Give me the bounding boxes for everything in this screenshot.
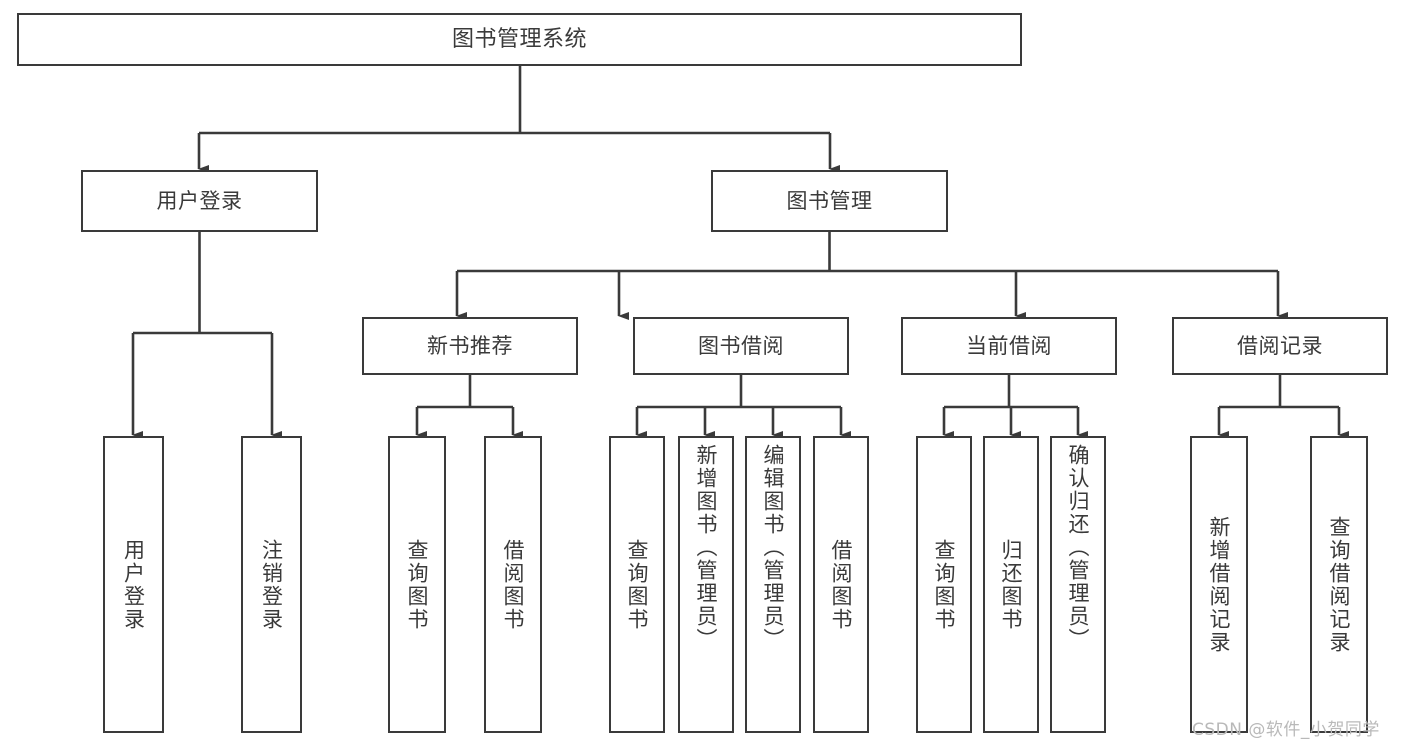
node-leaf-query-book-1[interactable]: 查询图书: [388, 436, 446, 733]
node-leaf-borrow-book-1-label: 借阅图书: [501, 538, 526, 631]
node-leaf-confirm-return-admin-label: 确认归还（管理员）: [1066, 444, 1091, 651]
node-leaf-query-borrow-record[interactable]: 查询借阅记录: [1310, 436, 1368, 733]
node-leaf-query-book-3[interactable]: 查询图书: [916, 436, 972, 733]
node-leaf-add-borrow-record-label: 新增借阅记录: [1207, 515, 1232, 654]
csdn-watermark: CSDN @软件_小贺同学: [1192, 720, 1380, 740]
node-leaf-return-book-label: 归还图书: [999, 538, 1024, 631]
node-leaf-borrow-book-1[interactable]: 借阅图书: [484, 436, 542, 733]
node-current-borrow-label: 当前借阅: [966, 333, 1052, 358]
node-user-login-label: 用户登录: [156, 188, 243, 213]
node-leaf-query-book-1-label: 查询图书: [405, 538, 430, 631]
node-leaf-confirm-return-admin[interactable]: 确认归还（管理员）: [1050, 436, 1106, 733]
node-leaf-query-book-3-label: 查询图书: [932, 538, 957, 631]
node-book-manage[interactable]: 图书管理: [711, 170, 948, 232]
node-leaf-return-book[interactable]: 归还图书: [983, 436, 1039, 733]
node-leaf-user-login[interactable]: 用户登录: [103, 436, 164, 733]
node-root-label: 图书管理系统: [451, 26, 587, 52]
node-new-book-recommend[interactable]: 新书推荐: [362, 317, 578, 375]
node-leaf-query-book-2[interactable]: 查询图书: [609, 436, 665, 733]
node-borrow-record-label: 借阅记录: [1237, 333, 1323, 358]
node-leaf-logout[interactable]: 注销登录: [241, 436, 302, 733]
node-leaf-add-book-admin-label: 新增图书（管理员）: [694, 444, 719, 651]
node-current-borrow[interactable]: 当前借阅: [901, 317, 1117, 375]
node-book-borrow[interactable]: 图书借阅: [633, 317, 849, 375]
node-book-manage-label: 图书管理: [786, 188, 873, 213]
node-leaf-logout-label: 注销登录: [259, 538, 284, 631]
node-book-borrow-label: 图书借阅: [698, 333, 784, 358]
node-leaf-edit-book-admin[interactable]: 编辑图书（管理员）: [745, 436, 801, 733]
node-leaf-query-borrow-record-label: 查询借阅记录: [1327, 515, 1352, 654]
node-leaf-borrow-book-2[interactable]: 借阅图书: [813, 436, 869, 733]
node-leaf-query-book-2-label: 查询图书: [625, 538, 650, 631]
node-borrow-record[interactable]: 借阅记录: [1172, 317, 1388, 375]
node-leaf-user-login-label: 用户登录: [121, 538, 146, 631]
node-new-book-recommend-label: 新书推荐: [427, 333, 513, 358]
node-user-login[interactable]: 用户登录: [81, 170, 318, 232]
node-leaf-add-book-admin[interactable]: 新增图书（管理员）: [678, 436, 734, 733]
node-root[interactable]: 图书管理系统: [17, 13, 1022, 66]
node-leaf-add-borrow-record[interactable]: 新增借阅记录: [1190, 436, 1248, 733]
node-leaf-borrow-book-2-label: 借阅图书: [829, 538, 854, 631]
node-leaf-edit-book-admin-label: 编辑图书（管理员）: [761, 444, 786, 651]
